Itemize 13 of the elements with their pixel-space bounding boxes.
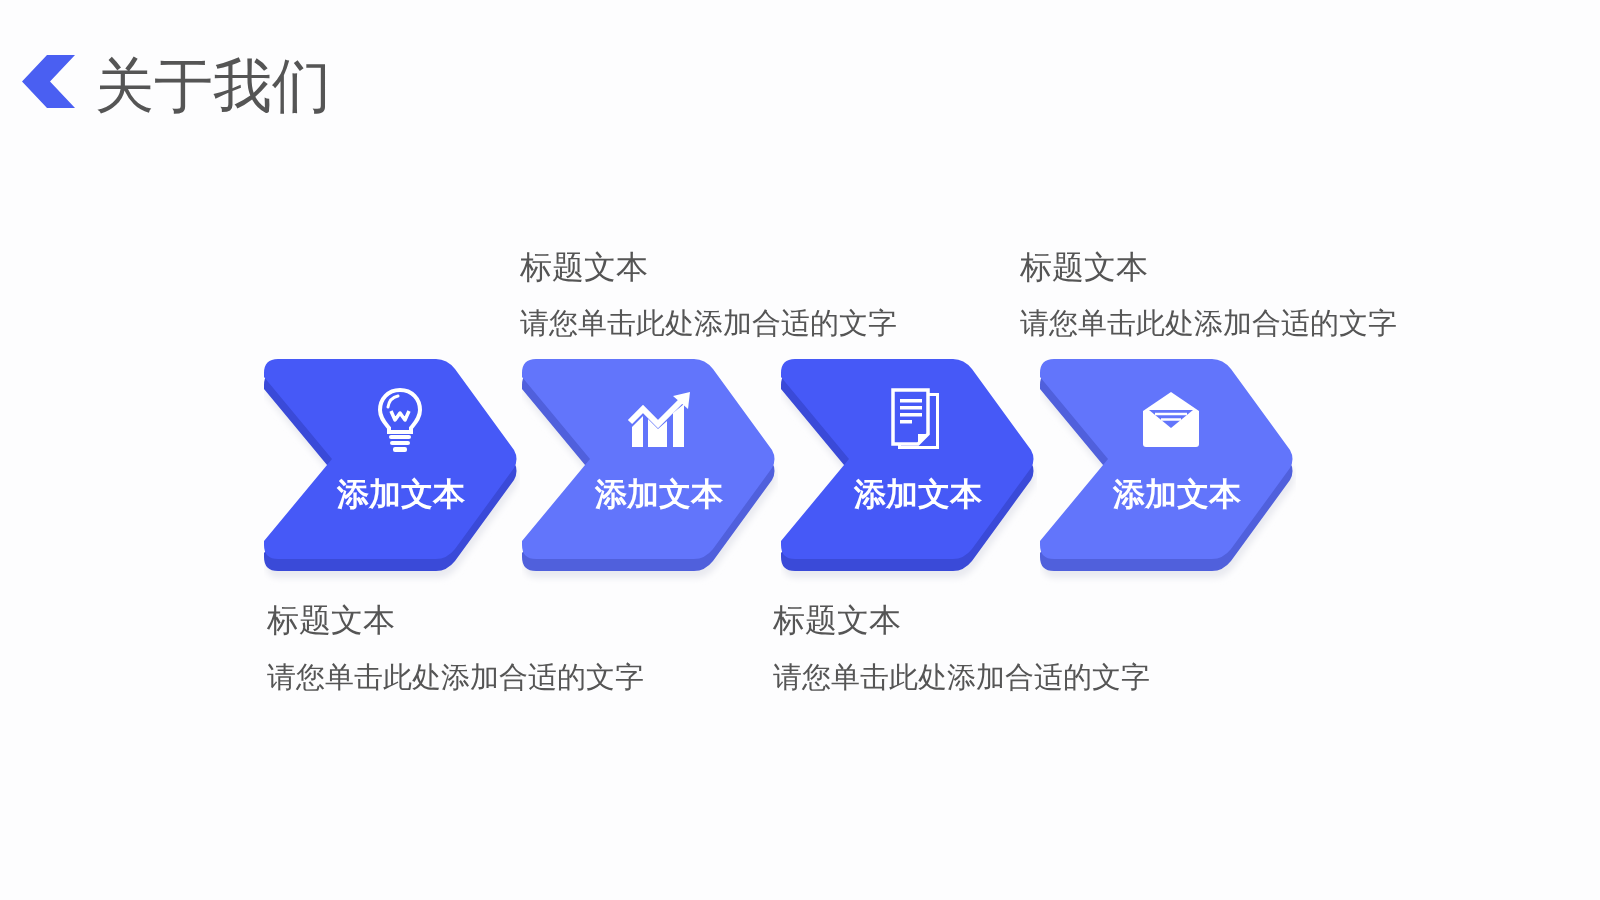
step-title: 标题文本	[773, 604, 901, 636]
step-title: 标题文本	[267, 604, 395, 636]
step-label: 添加文本	[594, 478, 724, 510]
page-title: 关于我们	[95, 56, 331, 115]
step-description: 请您单击此处添加合适的文字	[1020, 308, 1397, 338]
step-label: 添加文本	[1112, 478, 1242, 510]
step-label: 添加文本	[336, 478, 466, 510]
step-description: 请您单击此处添加合适的文字	[773, 662, 1150, 692]
step-title: 标题文本	[520, 251, 648, 283]
step-label: 添加文本	[853, 478, 983, 510]
step-title: 标题文本	[1020, 251, 1148, 283]
step-description: 请您单击此处添加合适的文字	[520, 308, 897, 338]
step-description: 请您单击此处添加合适的文字	[267, 662, 644, 692]
